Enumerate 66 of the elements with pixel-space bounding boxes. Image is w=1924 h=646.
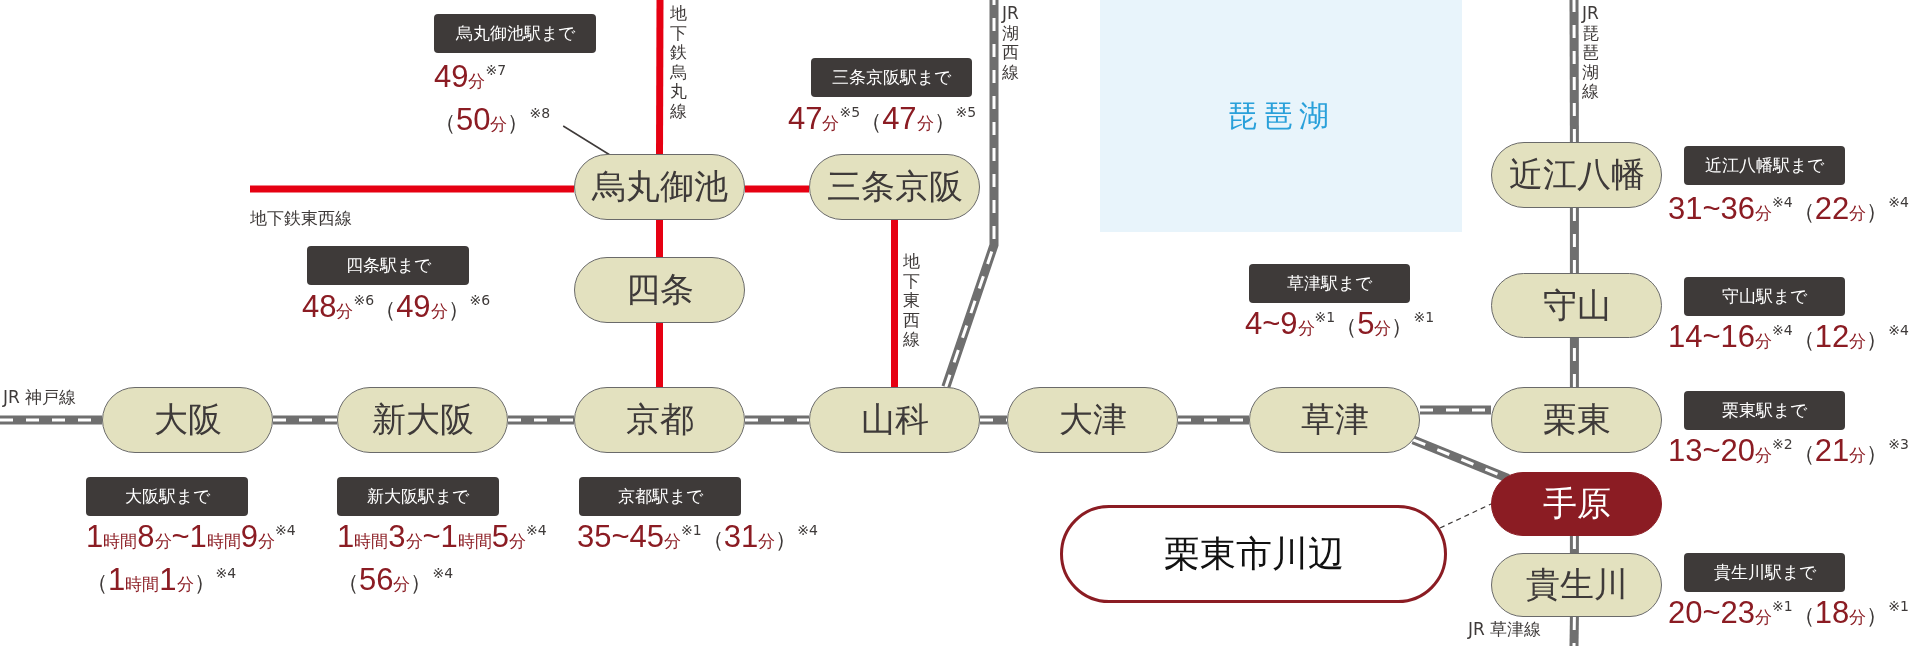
travel-time: 48分$^{※6}$（49分）$^{※6}$ (302, 288, 491, 326)
destination-tag: 三条京阪駅まで (811, 58, 972, 97)
station-name: 三条京阪 (826, 165, 963, 208)
destination-tag: 栗東駅まで (1684, 391, 1845, 430)
destination-tag: 新大阪駅まで (337, 477, 499, 516)
travel-time: 4~9分$^{※1}$（5分）$^{※1}$ (1245, 305, 1435, 343)
travel-time: 14~16分$^{※4}$（12分）$^{※4}$ (1668, 318, 1909, 356)
travel-time: 20~23分$^{※1}$（18分）$^{※1}$ (1668, 594, 1909, 632)
travel-time: 1時間3分~1時間5分$^{※4}$（56分）$^{※4}$ (337, 518, 548, 599)
station-name: 栗東 (1542, 398, 1611, 441)
travel-time: 49分$^{※7}$（50分）$^{※8}$ (434, 58, 552, 139)
station-name: 四条 (625, 268, 694, 311)
railway-line (1411, 435, 1510, 483)
destination-tag: 貴生川駅まで (1684, 553, 1845, 592)
station-name: 大阪 (153, 398, 222, 441)
station-name: 烏丸御池 (591, 165, 728, 208)
railway-line (273, 415, 337, 425)
railway-line (745, 415, 809, 425)
station-pill (1249, 387, 1420, 453)
subway-line (656, 220, 663, 257)
destination-tag: 守山駅まで (1684, 277, 1845, 316)
line-name: JR 草津線 (1468, 618, 1542, 641)
station-name: 草津 (1300, 398, 1369, 441)
railway-line (941, 0, 999, 389)
destination-tag: 大阪駅まで (86, 477, 248, 516)
railway-line (1420, 405, 1491, 415)
place-name: 栗東市川辺 (1163, 531, 1344, 576)
line-name: 地下東西線 (903, 252, 921, 350)
leader-line (1439, 503, 1492, 529)
railway-line (1569, 338, 1579, 387)
station-name: 京都 (625, 398, 694, 441)
lake-name: 琵琶湖 (1227, 96, 1335, 135)
railway-line (1569, 0, 1579, 142)
station-name: 守山 (1542, 283, 1611, 327)
station-name: 新大阪 (371, 398, 474, 441)
subway-line (891, 220, 898, 387)
station-name: 大津 (1058, 398, 1127, 441)
line-name: JR湖西線 (1002, 4, 1025, 83)
station-name: 貴生川 (1525, 563, 1628, 606)
destination-tag: 四条駅まで (307, 246, 469, 285)
line-name: JR琵琶湖線 (1582, 4, 1605, 102)
subway-line (745, 185, 809, 193)
line-name: 地下鉄烏丸線 (670, 4, 693, 122)
railway-line (0, 415, 102, 425)
railway-line (1569, 208, 1579, 273)
travel-time: 13~20分$^{※2}$（21分）$^{※3}$ (1668, 432, 1909, 470)
line-name: JR 神戸線 (3, 386, 77, 409)
travel-time: 1時間8分~1時間9分$^{※4}$（1時間1分）$^{※4}$ (86, 518, 297, 599)
subway-line (656, 0, 664, 154)
railway-line (1178, 415, 1249, 425)
travel-time: 35~45分$^{※1}$（31分）$^{※4}$ (577, 518, 818, 556)
line-name: 地下鉄東西線 (250, 207, 352, 230)
railway-line (980, 415, 1007, 425)
station-name: 近江八幡 (1508, 153, 1645, 196)
destination-tag: 京都駅まで (579, 477, 741, 516)
station-name: 手原 (1542, 482, 1611, 525)
destination-tag: 草津駅まで (1249, 264, 1410, 303)
station-name: 山科 (860, 398, 929, 441)
destination-tag: 烏丸御池駅まで (434, 14, 596, 53)
railway-line (1569, 616, 1579, 646)
travel-time: 31~36分$^{※4}$（22分）$^{※4}$ (1668, 190, 1909, 228)
travel-time: 47分$^{※5}$（47分）$^{※5}$ (788, 100, 977, 138)
highlighted-station-pill (1491, 472, 1662, 536)
destination-tag: 近江八幡駅まで (1684, 146, 1845, 185)
subway-line (656, 323, 663, 387)
railway-line (508, 415, 574, 425)
